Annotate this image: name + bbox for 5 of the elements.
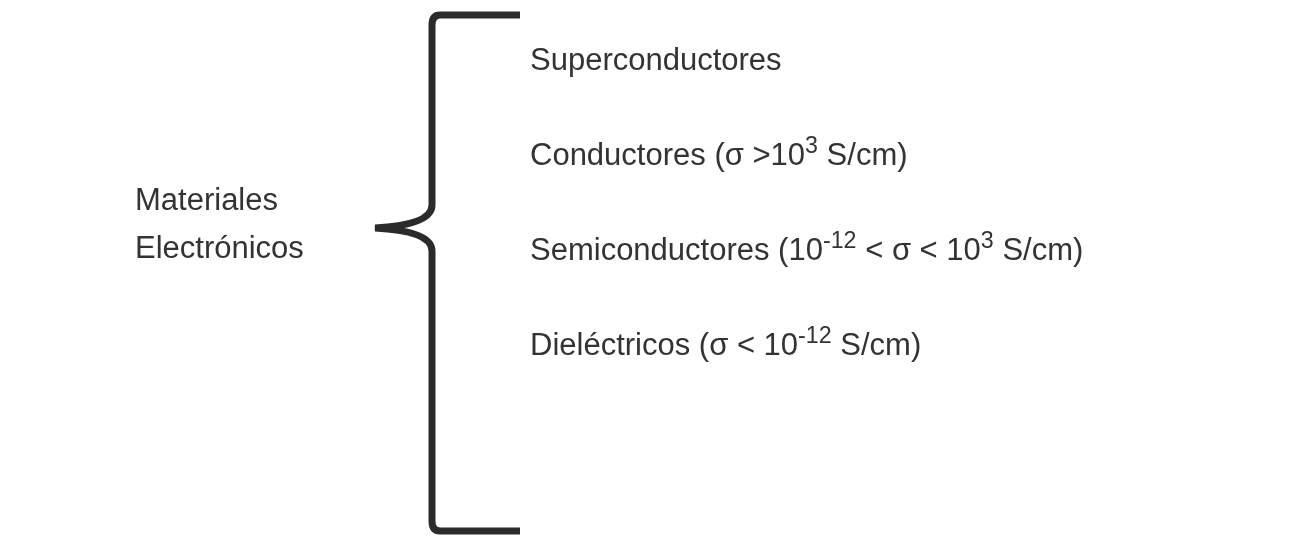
category-label: Semiconductores (10$^{-12}$ < σ < 10$^{3}$ S/cm) xyxy=(530,228,1085,269)
category-label: Superconductores xyxy=(530,41,783,79)
category-label: Dieléctricos (σ < 10$^{-12}$ S/cm) xyxy=(530,323,923,364)
group-title: Materiales Electrónicos xyxy=(135,181,305,267)
category-label: Conductores (σ >10$^{3}$ S/cm) xyxy=(530,133,909,174)
